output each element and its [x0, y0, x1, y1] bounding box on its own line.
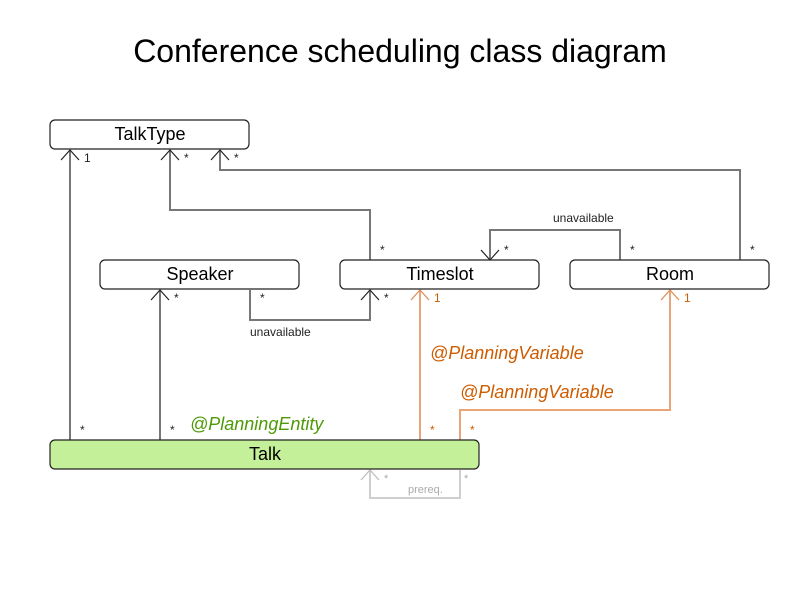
class-speaker[interactable]: Speaker: [99, 259, 300, 290]
multiplicity: 1: [434, 291, 441, 305]
multiplicity: *: [430, 423, 435, 437]
class-name: Speaker: [166, 264, 233, 284]
class-name: Timeslot: [406, 264, 473, 284]
planning-entity-annotation: @PlanningEntity: [190, 414, 324, 434]
room-timeslot-unavailable-line: [489, 229, 621, 260]
class-talktype[interactable]: TalkType: [49, 119, 250, 150]
multiplicity: *: [174, 291, 179, 305]
class-name: TalkType: [114, 124, 185, 144]
prereq-label: prereq.: [408, 484, 443, 496]
arrow-head-icon: [410, 289, 430, 301]
class-name: Talk: [249, 444, 282, 464]
multiplicity: *: [750, 243, 755, 257]
connectors: [69, 150, 741, 499]
multiplicity: *: [630, 243, 635, 257]
arrow-head-icon: [660, 289, 680, 301]
multiplicity: *: [260, 291, 265, 305]
arrow-head-icon: [160, 149, 180, 161]
arrow-head-icon: [60, 149, 80, 161]
speaker-timeslot-unavailable-line: [249, 290, 371, 321]
multiplicity: *: [464, 473, 469, 485]
arrow-head-icon: [210, 149, 230, 161]
arrowheads: [60, 149, 680, 481]
multiplicity: *: [504, 243, 509, 257]
talk-prereq-line: [369, 470, 461, 499]
multiplicity: *: [470, 423, 475, 437]
multiplicity: 1: [84, 151, 91, 165]
multiplicity: *: [80, 423, 85, 437]
multiplicity: *: [184, 151, 189, 165]
planning-variable-room-annotation: @PlanningVariable: [460, 382, 614, 402]
class-talk[interactable]: Talk: [49, 439, 480, 470]
multiplicity: 1: [684, 291, 691, 305]
speaker-unavailable-label: unavailable: [250, 325, 311, 339]
multiplicity: *: [170, 423, 175, 437]
multiplicity: *: [384, 473, 389, 485]
class-timeslot[interactable]: Timeslot: [339, 259, 540, 290]
planning-variable-timeslot-annotation: @PlanningVariable: [430, 343, 584, 363]
timeslot-talktype-line: [169, 150, 371, 260]
multiplicity: *: [234, 151, 239, 165]
arrow-head-icon: [150, 289, 170, 301]
multiplicity: *: [384, 291, 389, 305]
diagram-title: Conference scheduling class diagram: [133, 33, 667, 69]
arrow-head-icon: [360, 469, 380, 481]
arrow-head-icon: [360, 289, 380, 301]
class-name: Room: [646, 264, 694, 284]
multiplicity: *: [380, 243, 385, 257]
room-unavailable-label: unavailable: [553, 211, 614, 225]
class-room[interactable]: Room: [569, 259, 770, 290]
talk-room-line: [459, 290, 671, 440]
multiplicities: 1 * * * * * * * * * * * 1 * 1 * * *: [80, 151, 755, 485]
room-talktype-line: [219, 150, 741, 260]
